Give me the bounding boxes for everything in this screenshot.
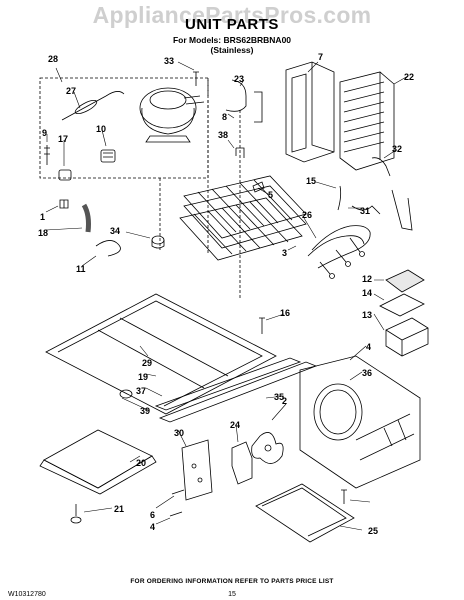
callout-4-lower: 4 [150,522,155,532]
callout-13: 13 [362,310,372,320]
callout-38: 38 [218,130,228,140]
callout-33: 33 [164,56,174,66]
callout-39: 39 [140,406,150,416]
callout-17: 17 [58,134,68,144]
callout-25: 25 [368,526,378,536]
callout-3: 3 [282,248,287,258]
callout-16: 16 [280,308,290,318]
callout-35: 35 [274,392,284,402]
fan-motor [231,441,253,485]
callout-22: 22 [404,72,414,82]
cover-plate [39,429,157,495]
callout-8: 8 [222,112,227,122]
callout-34: 34 [110,226,120,236]
ordering-note: FOR ORDERING INFORMATION REFER TO PARTS … [130,578,334,585]
callout-1: 1 [40,212,45,222]
callout-31: 31 [360,206,370,216]
callout-27: 27 [66,86,76,96]
callout-19: 19 [138,372,148,382]
callout-numbers: 28 33 7 23 22 27 9 10 8 38 17 32 5 15 1 … [38,52,414,536]
fan-shroud [299,355,421,489]
evaporator-coil [339,71,395,171]
watermark: AppliancePartsPros.com [92,2,372,28]
terminal-connector [58,169,72,181]
motor-bracket [181,439,213,501]
wire-harness [307,225,371,279]
callout-7: 7 [318,52,323,62]
overload-relay [61,91,125,121]
callout-4-upper: 4 [366,342,371,352]
callout-15: 15 [306,176,316,186]
support-rail [154,357,302,411]
models-line: For Models: BRS62BRBNA00 [172,35,292,45]
callout-11: 11 [76,264,86,274]
callout-28: 28 [48,54,58,64]
callout-14: 14 [362,288,372,298]
callout-21: 21 [114,504,124,514]
callout-10: 10 [96,124,106,134]
callout-12: 12 [362,274,372,284]
page-title: UNIT PARTS [185,16,279,33]
callout-36: 36 [362,368,372,378]
compressor [139,87,205,143]
callout-32: 32 [392,144,402,154]
callout-26: 26 [302,210,312,220]
document-number: W10312780 [8,591,46,598]
callout-5: 5 [268,190,273,200]
callout-24: 24 [230,420,240,430]
callout-2: 2 [282,396,287,406]
callout-23: 23 [234,74,244,84]
condenser-coil [179,175,307,261]
base-frame [45,293,277,415]
drain-tray [255,483,355,543]
page-number: 15 [228,591,236,598]
callout-9: 9 [42,128,47,138]
callout-30: 30 [174,428,184,438]
fan-blade [251,432,284,464]
compressor-enclosure [39,77,241,300]
callout-6: 6 [150,510,155,520]
drain-pan [285,61,335,163]
callout-37: 37 [136,386,146,396]
variant-line: (Stainless) [210,45,254,55]
callout-29: 29 [142,358,152,368]
callout-20: 20 [136,458,146,468]
relay [100,149,116,163]
callout-18: 18 [38,228,48,238]
